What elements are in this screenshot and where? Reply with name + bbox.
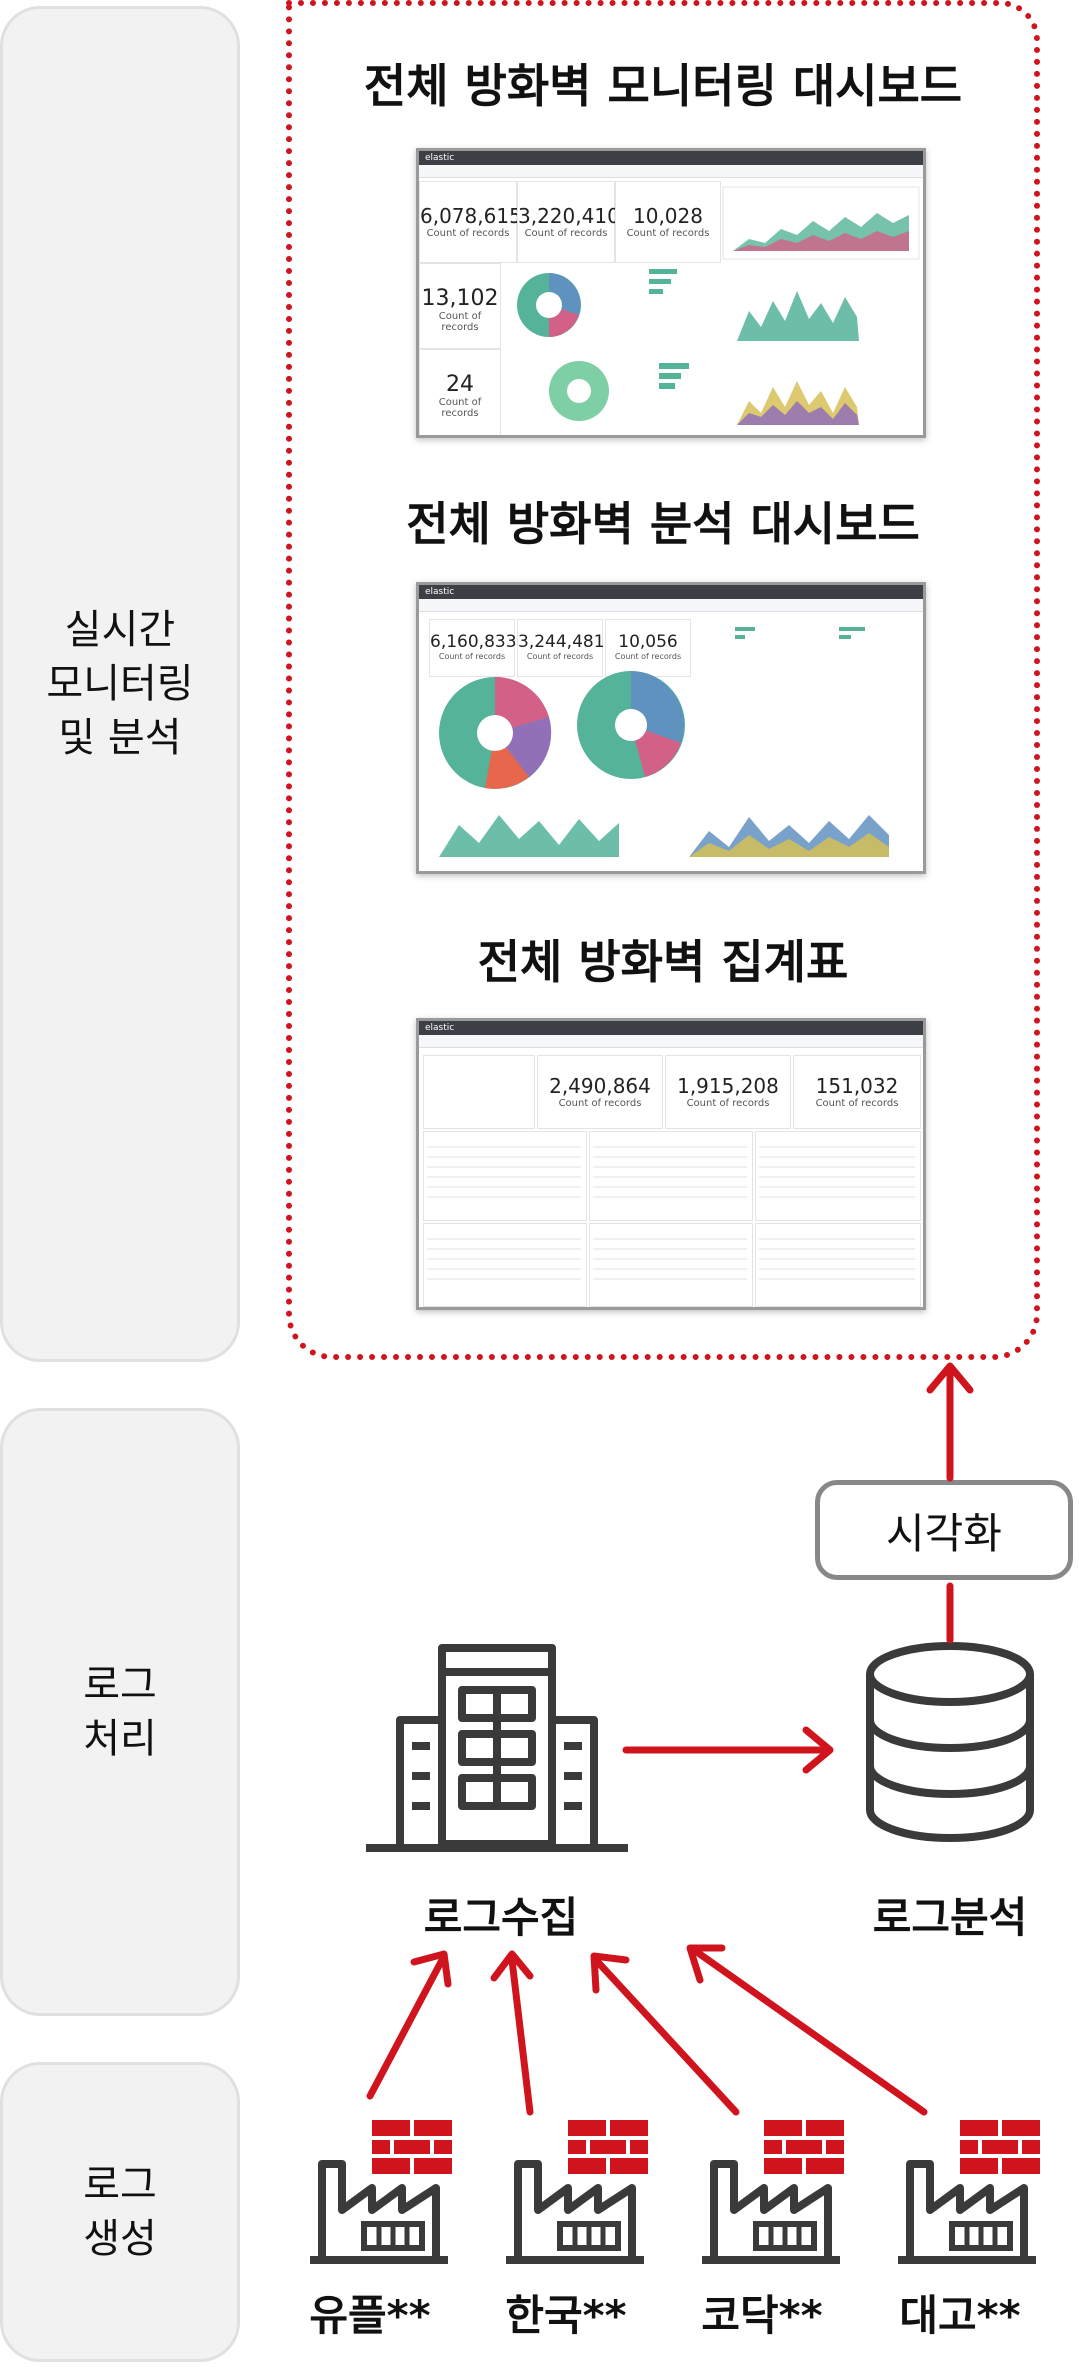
metric-label: Count of records — [614, 652, 682, 661]
kibana-top-bar: elastic — [419, 585, 923, 599]
factory-icon — [898, 2120, 1040, 2260]
arrow-source-4 — [690, 1946, 928, 2116]
metric-label: Count of records — [426, 228, 510, 239]
lane-label-monitoring: 실시간 모니터링 및 분석 — [46, 607, 194, 761]
metric-value: 1,915,208 — [677, 1074, 779, 1098]
lane-label-log-processing: 로그 처리 — [83, 1662, 157, 1762]
metric-tile: 2,490,864 Count of records — [537, 1055, 663, 1129]
metric-label: Count of records — [686, 1098, 770, 1109]
arrow-source-2 — [508, 1956, 534, 2116]
metric-tile: 6,160,833 Count of records — [429, 619, 517, 677]
building-icon — [366, 1644, 628, 1852]
metric-tile: 3,244,481 Count of records — [517, 619, 605, 677]
metric-tile: 10,056 Count of records — [605, 619, 691, 677]
lane-label-log-generation: 로그 생성 — [83, 2162, 157, 2262]
arrow-source-1 — [366, 1956, 446, 2100]
visualize-label: 시각화 — [886, 1508, 1002, 1558]
donut-chart-thumbnail — [517, 273, 609, 421]
data-table-panel — [755, 1131, 921, 1221]
data-table-panel — [423, 1223, 587, 1307]
breadcrumb — [419, 599, 923, 612]
metric-value: 10,028 — [633, 204, 703, 228]
factory-icon — [310, 2120, 452, 2260]
metric-tile: 3,220,410 Count of records — [517, 181, 620, 263]
data-table-panel — [589, 1131, 753, 1221]
data-table-panel — [755, 1223, 921, 1307]
pie-chart-thumbnail — [439, 671, 685, 789]
lane-monitoring: 실시간 모니터링 및 분석 — [0, 6, 240, 1362]
metric-label: Count of records — [526, 652, 594, 661]
bar-chart-thumbnail — [649, 269, 689, 389]
app-name: elastic — [425, 1023, 455, 1033]
arrow-source-3 — [592, 1956, 740, 2116]
source-label: 코닥** — [701, 2291, 823, 2340]
app-name: elastic — [425, 153, 455, 163]
dashboard-screenshot-analysis: elastic 6,160,833 Count of records 3,244… — [416, 582, 926, 874]
dashboard-screenshot-aggregate: elastic 2,490,864 Count of records 1,915… — [416, 1018, 926, 1310]
kibana-top-bar: elastic — [419, 1021, 923, 1035]
metric-value: 13,102 — [421, 286, 499, 311]
app-name: elastic — [425, 587, 455, 597]
factory-icon — [702, 2120, 844, 2260]
metric-tile: 1,915,208 Count of records — [665, 1055, 791, 1129]
stacked-bar-thumbnail — [439, 815, 889, 857]
metric-tile: 6,078,615 Count of records — [419, 181, 522, 263]
lane-log-processing: 로그 처리 — [0, 1408, 240, 2016]
metric-value: 6,078,615 — [420, 204, 522, 228]
metric-value: 2,490,864 — [549, 1074, 651, 1098]
dashboard-title-aggregate: 전체 방화벽 집계표 — [477, 935, 849, 989]
metric-tile: 151,032 Count of records — [793, 1055, 921, 1129]
metric-value: 3,244,481 — [518, 632, 605, 652]
dashboard-title-analysis: 전체 방화벽 분석 대시보드 — [406, 497, 920, 551]
source-label: 유플** — [309, 2291, 431, 2340]
metric-tile: 13,102 Count of records — [419, 263, 501, 349]
database-icon — [866, 1642, 1034, 1842]
source-label: 한국** — [505, 2291, 627, 2340]
lane-log-generation: 로그 생성 — [0, 2062, 240, 2362]
metric-value: 3,220,410 — [518, 204, 620, 228]
stacked-bar-thumbnail — [737, 291, 859, 425]
table-rows-thumbnail — [427, 1146, 915, 1280]
metric-label: Count of records — [815, 1098, 899, 1109]
metric-value: 6,160,833 — [430, 632, 517, 652]
flow-arrows — [366, 1362, 974, 2116]
dashboard-thumbnail-charts — [439, 627, 889, 857]
dashboard-thumbnail-charts — [517, 186, 920, 425]
log-analyze-label: 로그분석 — [872, 1893, 1028, 1942]
metric-label: Count of records — [438, 652, 506, 661]
data-table-panel — [423, 1131, 587, 1221]
breadcrumb — [419, 165, 923, 178]
breadcrumb — [419, 1035, 923, 1048]
metric-label: Count of records — [438, 311, 482, 333]
metric-label: Count of records — [438, 397, 482, 419]
metric-value: 24 — [446, 372, 474, 397]
area-chart-thumbnail — [722, 186, 920, 260]
data-table-panel — [589, 1223, 753, 1307]
metric-label: Count of records — [558, 1098, 642, 1109]
metric-tile: 24 Count of records — [419, 349, 501, 435]
metric-label: Count of records — [524, 228, 608, 239]
metric-value: 10,056 — [618, 632, 678, 652]
dashboard-title-monitoring: 전체 방화벽 모니터링 대시보드 — [363, 59, 963, 113]
metric-label: Count of records — [626, 228, 710, 239]
factory-icon — [506, 2120, 648, 2260]
visualization-group-border — [286, 0, 1040, 1360]
filter-control-panel — [423, 1055, 535, 1129]
visualize-box: 시각화 — [815, 1480, 1073, 1580]
source-label: 대고** — [899, 2291, 1021, 2340]
kibana-top-bar: elastic — [419, 151, 923, 165]
horizontal-bar-thumbnail — [735, 627, 865, 639]
metric-value: 151,032 — [815, 1074, 899, 1098]
dashboard-screenshot-monitoring: elastic 6,078,615 Count of records 3,220… — [416, 148, 926, 438]
log-collect-label: 로그수집 — [423, 1893, 579, 1942]
metric-tile: 10,028 Count of records — [615, 181, 721, 263]
